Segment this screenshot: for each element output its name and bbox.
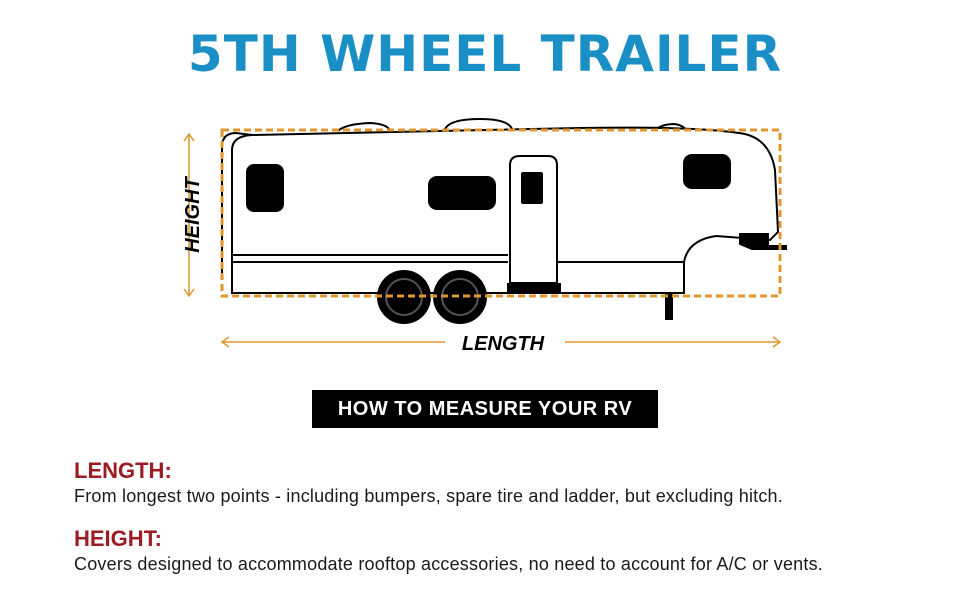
- trailer-diagram: HEIGHT: [182, 117, 787, 355]
- height-section: HEIGHT: Covers designed to accommodate r…: [74, 526, 944, 576]
- length-heading: LENGTH:: [74, 458, 172, 483]
- height-arrow: [183, 132, 195, 298]
- banner-text: HOW TO MEASURE YOUR RV: [337, 397, 633, 420]
- trailer-illustration: [221, 117, 787, 320]
- length-label: LENGTH: [462, 333, 545, 355]
- dimension-box: [220, 128, 782, 298]
- length-arrow: [220, 336, 782, 348]
- trailer-windows: [246, 154, 731, 212]
- height-label: HEIGHT: [182, 175, 204, 252]
- page-title: 5TH WHEEL TRAILER: [187, 25, 783, 83]
- measure-banner: HOW TO MEASURE YOUR RV: [312, 390, 658, 428]
- height-description: Covers designed to accommodate rooftop a…: [74, 554, 823, 574]
- length-section: LENGTH: From longest two points - includ…: [74, 458, 944, 508]
- length-description: From longest two points - including bump…: [74, 486, 783, 506]
- height-heading: HEIGHT:: [74, 526, 162, 551]
